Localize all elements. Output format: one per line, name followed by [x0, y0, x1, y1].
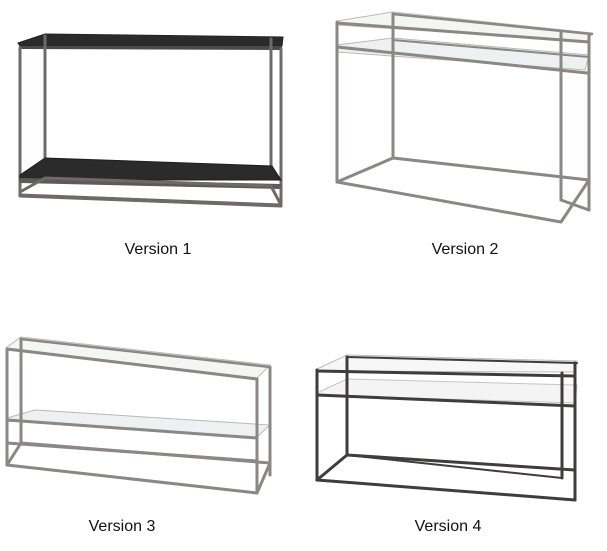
product-version-1: Version 1: [0, 0, 300, 270]
console-table-image: [335, 11, 594, 224]
console-table-image: [315, 354, 578, 502]
caption-version-4: Version 4: [414, 518, 482, 535]
product-version-2: Version 2: [307, 0, 607, 270]
caption-version-3: Version 3: [88, 518, 156, 535]
product-version-4: Version 4: [307, 275, 607, 551]
console-table-image: [5, 336, 272, 495]
caption-version-1: Version 1: [124, 241, 192, 258]
product-version-3: Version 3: [0, 275, 300, 551]
console-table-image: [17, 33, 284, 208]
caption-version-2: Version 2: [431, 241, 499, 258]
